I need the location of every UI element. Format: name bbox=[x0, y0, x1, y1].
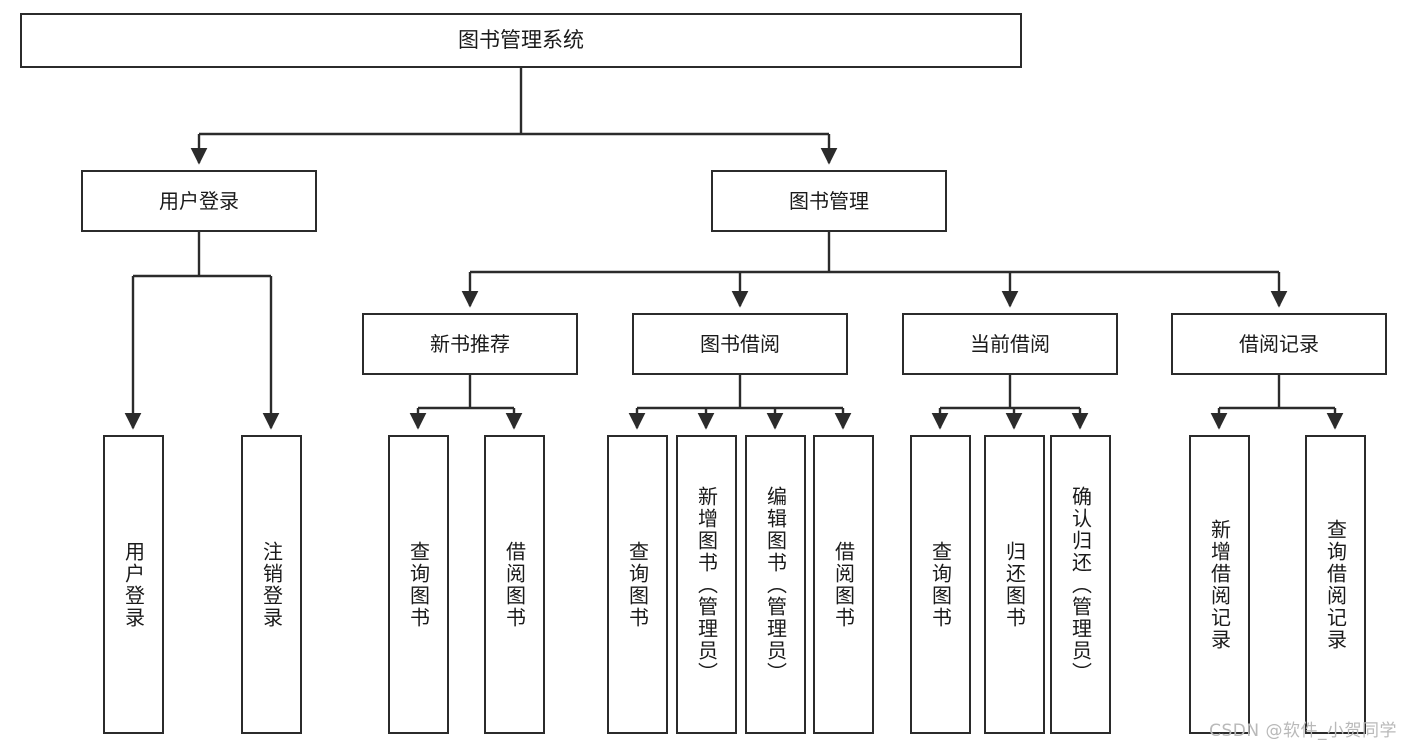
node-leaf-query-book-1-label: 查询图书 bbox=[406, 540, 431, 629]
node-leaf-borrow-book-2-label: 借阅图书 bbox=[831, 540, 856, 629]
node-book-manage[interactable]: 图书管理 bbox=[711, 170, 947, 232]
csdn-watermark: CSDN @软件_小贺同学 bbox=[1209, 721, 1397, 741]
node-borrow-record-label: 借阅记录 bbox=[1239, 331, 1319, 356]
node-new-book-rec[interactable]: 新书推荐 bbox=[362, 313, 578, 375]
node-leaf-borrow-book-2[interactable]: 借阅图书 bbox=[813, 435, 874, 734]
node-leaf-user-login[interactable]: 用户登录 bbox=[103, 435, 164, 734]
node-leaf-add-record[interactable]: 新增借阅记录 bbox=[1189, 435, 1250, 734]
node-borrow-record[interactable]: 借阅记录 bbox=[1171, 313, 1387, 375]
node-leaf-query-book-3[interactable]: 查询图书 bbox=[910, 435, 971, 734]
node-book-manage-label: 图书管理 bbox=[789, 188, 869, 213]
node-leaf-return-book-label: 归还图书 bbox=[1002, 540, 1027, 629]
node-leaf-query-record[interactable]: 查询借阅记录 bbox=[1305, 435, 1366, 734]
node-book-borrow-label: 图书借阅 bbox=[700, 331, 780, 356]
node-leaf-query-book-1[interactable]: 查询图书 bbox=[388, 435, 449, 734]
node-root-label: 图书管理系统 bbox=[458, 28, 584, 53]
node-leaf-user-logout[interactable]: 注销登录 bbox=[241, 435, 302, 734]
node-leaf-confirm-return[interactable]: 确认归还（管理员） bbox=[1050, 435, 1111, 734]
node-leaf-confirm-return-label: 确认归还（管理员） bbox=[1068, 485, 1093, 684]
node-user-login-label: 用户登录 bbox=[159, 188, 239, 213]
node-leaf-query-book-2-label: 查询图书 bbox=[625, 540, 650, 629]
node-current-borrow[interactable]: 当前借阅 bbox=[902, 313, 1118, 375]
node-new-book-rec-label: 新书推荐 bbox=[430, 331, 510, 356]
node-leaf-add-record-label: 新增借阅记录 bbox=[1207, 518, 1232, 651]
node-leaf-edit-book-label: 编辑图书（管理员） bbox=[763, 485, 788, 684]
node-leaf-borrow-book-1[interactable]: 借阅图书 bbox=[484, 435, 545, 734]
node-leaf-query-book-2[interactable]: 查询图书 bbox=[607, 435, 668, 734]
node-book-borrow[interactable]: 图书借阅 bbox=[632, 313, 848, 375]
node-leaf-borrow-book-1-label: 借阅图书 bbox=[502, 540, 527, 629]
node-leaf-add-book-label: 新增图书（管理员） bbox=[694, 485, 719, 684]
node-user-login[interactable]: 用户登录 bbox=[81, 170, 317, 232]
node-leaf-user-logout-label: 注销登录 bbox=[259, 540, 284, 629]
node-leaf-query-book-3-label: 查询图书 bbox=[928, 540, 953, 629]
node-leaf-add-book[interactable]: 新增图书（管理员） bbox=[676, 435, 737, 734]
node-root[interactable]: 图书管理系统 bbox=[20, 13, 1022, 68]
node-leaf-query-record-label: 查询借阅记录 bbox=[1323, 518, 1348, 651]
node-leaf-return-book[interactable]: 归还图书 bbox=[984, 435, 1045, 734]
node-leaf-edit-book[interactable]: 编辑图书（管理员） bbox=[745, 435, 806, 734]
node-leaf-user-login-label: 用户登录 bbox=[121, 540, 146, 629]
node-current-borrow-label: 当前借阅 bbox=[970, 331, 1050, 356]
